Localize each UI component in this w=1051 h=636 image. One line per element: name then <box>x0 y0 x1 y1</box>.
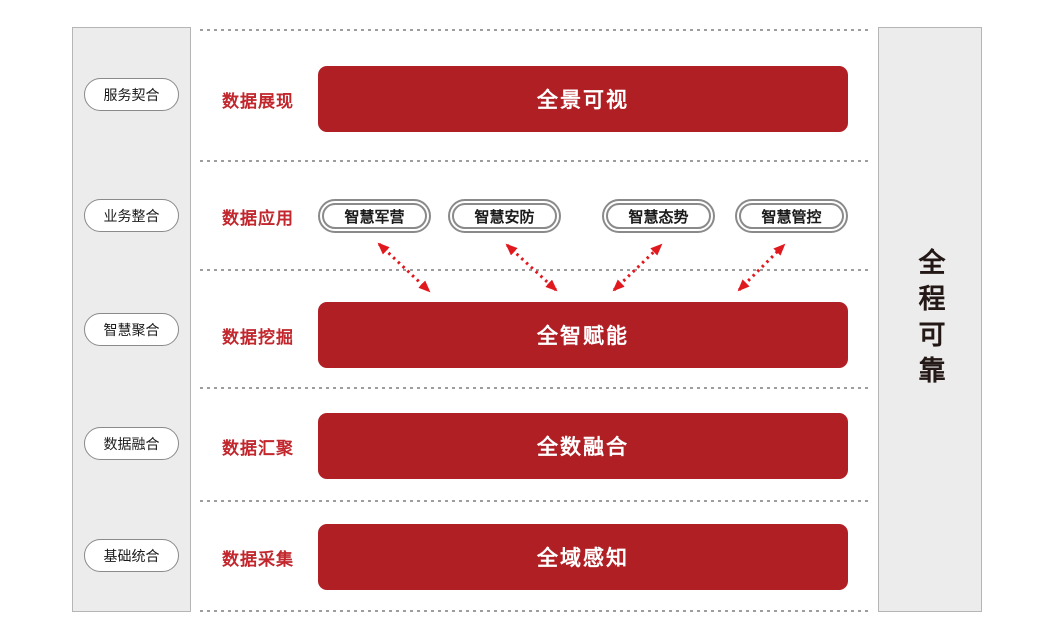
bar-panoramic-visibility: 全景可视 <box>318 66 848 132</box>
side-pill-service-fit: 服务契合 <box>84 78 179 111</box>
app-pill-smart-barracks-label: 智慧军营 <box>322 203 427 229</box>
side-pill-business-integration: 业务整合 <box>84 199 179 232</box>
row-separator-4 <box>200 387 868 389</box>
side-pill-data-fusion: 数据融合 <box>84 427 179 460</box>
layer-label-data-application: 数据应用 <box>222 208 294 228</box>
bar-full-data-fusion: 全数融合 <box>318 413 848 479</box>
app-pill-smart-security: 智慧安防 <box>448 199 561 233</box>
arrow-smart-situation <box>612 243 663 292</box>
right-assurance-panel: 全程可靠 <box>878 27 982 612</box>
app-pill-smart-control: 智慧管控 <box>735 199 848 233</box>
layer-label-data-collection: 数据采集 <box>222 549 294 569</box>
bar-full-intelligence: 全智赋能 <box>318 302 848 368</box>
row-separator-6 <box>200 610 868 612</box>
arrow-smart-control <box>737 243 786 292</box>
bar-full-domain-sensing: 全域感知 <box>318 524 848 590</box>
right-panel-title: 全程可靠 <box>914 247 945 392</box>
app-pill-smart-barracks: 智慧军营 <box>318 199 431 233</box>
arrow-smart-barracks <box>377 242 431 293</box>
layer-label-data-presentation: 数据展现 <box>222 91 294 111</box>
arrow-smart-security <box>505 243 558 292</box>
app-pill-smart-control-label: 智慧管控 <box>739 203 844 229</box>
app-pill-smart-security-label: 智慧安防 <box>452 203 557 229</box>
row-separator-1 <box>200 29 868 31</box>
side-pill-basic-unification: 基础统合 <box>84 539 179 572</box>
row-separator-2 <box>200 160 868 162</box>
layer-label-data-convergence: 数据汇聚 <box>222 438 294 458</box>
pill-to-bar-arrows <box>377 242 786 293</box>
row-separator-5 <box>200 500 868 502</box>
side-pill-wisdom-aggregation: 智慧聚合 <box>84 313 179 346</box>
app-pill-smart-situation-label: 智慧态势 <box>606 203 711 229</box>
app-pill-smart-situation: 智慧态势 <box>602 199 715 233</box>
layer-label-data-mining: 数据挖掘 <box>222 327 294 347</box>
